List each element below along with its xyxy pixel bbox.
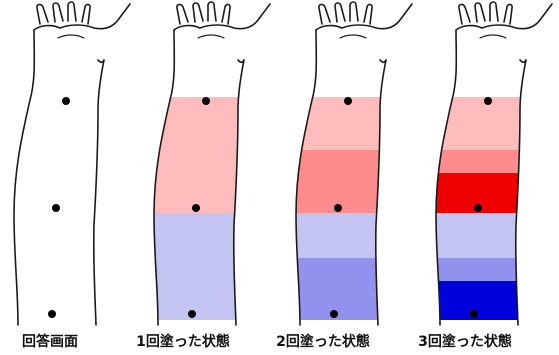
arm-panel: [282, 2, 412, 325]
caption-painted-three-times: 3回塗った状態: [400, 332, 530, 352]
palm-crease: [58, 35, 84, 38]
measurement-point: [62, 97, 70, 105]
finger-outline: [222, 4, 230, 24]
paint-bands: [140, 97, 270, 320]
caption-answer-screen: 回答画面: [0, 332, 100, 352]
palm-outline: [316, 4, 412, 30]
finger-outline: [82, 4, 90, 24]
finger-outline: [193, 3, 203, 22]
paint-band: [422, 281, 552, 320]
paint-band: [422, 173, 552, 213]
paint-bands: [422, 97, 552, 320]
palm-outline: [456, 4, 552, 30]
arm-panel: [422, 2, 552, 325]
finger-outline: [68, 2, 76, 21]
measurement-point: [48, 310, 56, 318]
palm-crease: [480, 35, 506, 38]
paint-band: [422, 213, 552, 258]
measurement-point: [474, 204, 482, 212]
finger-outline: [364, 4, 372, 24]
paint-band: [282, 258, 412, 320]
palm-crease: [198, 35, 224, 38]
measurement-point: [334, 204, 342, 212]
finger-outline: [37, 4, 48, 24]
measurement-point: [484, 97, 492, 105]
measurement-point: [470, 310, 478, 318]
measurement-point: [330, 310, 338, 318]
paint-band: [282, 150, 412, 213]
finger-outline: [177, 4, 188, 24]
caption-painted-once: 1回塗った状態: [118, 332, 248, 352]
thumb-base: [520, 60, 526, 62]
measurement-point: [188, 310, 196, 318]
finger-outline: [335, 3, 345, 22]
paint-band: [422, 258, 552, 281]
paint-band: [282, 213, 412, 258]
palm-outline: [174, 4, 270, 30]
caption-painted-twice: 2回塗った状態: [258, 332, 388, 352]
arm-panel: [14, 2, 130, 325]
finger-outline: [53, 3, 63, 22]
arm-outline-right: [94, 60, 104, 325]
thumb-base: [380, 60, 386, 62]
measurement-point: [192, 204, 200, 212]
finger-outline: [475, 3, 485, 22]
measurement-point: [344, 97, 352, 105]
finger-outline: [490, 2, 498, 21]
paint-band: [422, 97, 552, 150]
thumb-base: [238, 60, 244, 62]
paint-band: [140, 213, 270, 320]
finger-outline: [459, 4, 470, 24]
palm-crease: [340, 35, 366, 38]
measurement-point: [202, 97, 210, 105]
arm-outline-left: [14, 30, 34, 325]
finger-outline: [350, 2, 358, 21]
finger-outline: [504, 4, 512, 24]
paint-band: [282, 97, 412, 150]
measurement-point: [52, 204, 60, 212]
finger-outline: [319, 4, 330, 24]
palm-outline: [34, 4, 130, 30]
arm-panel: [140, 2, 270, 325]
paint-bands: [282, 97, 412, 320]
finger-outline: [208, 2, 216, 21]
thumb-base: [98, 60, 104, 62]
